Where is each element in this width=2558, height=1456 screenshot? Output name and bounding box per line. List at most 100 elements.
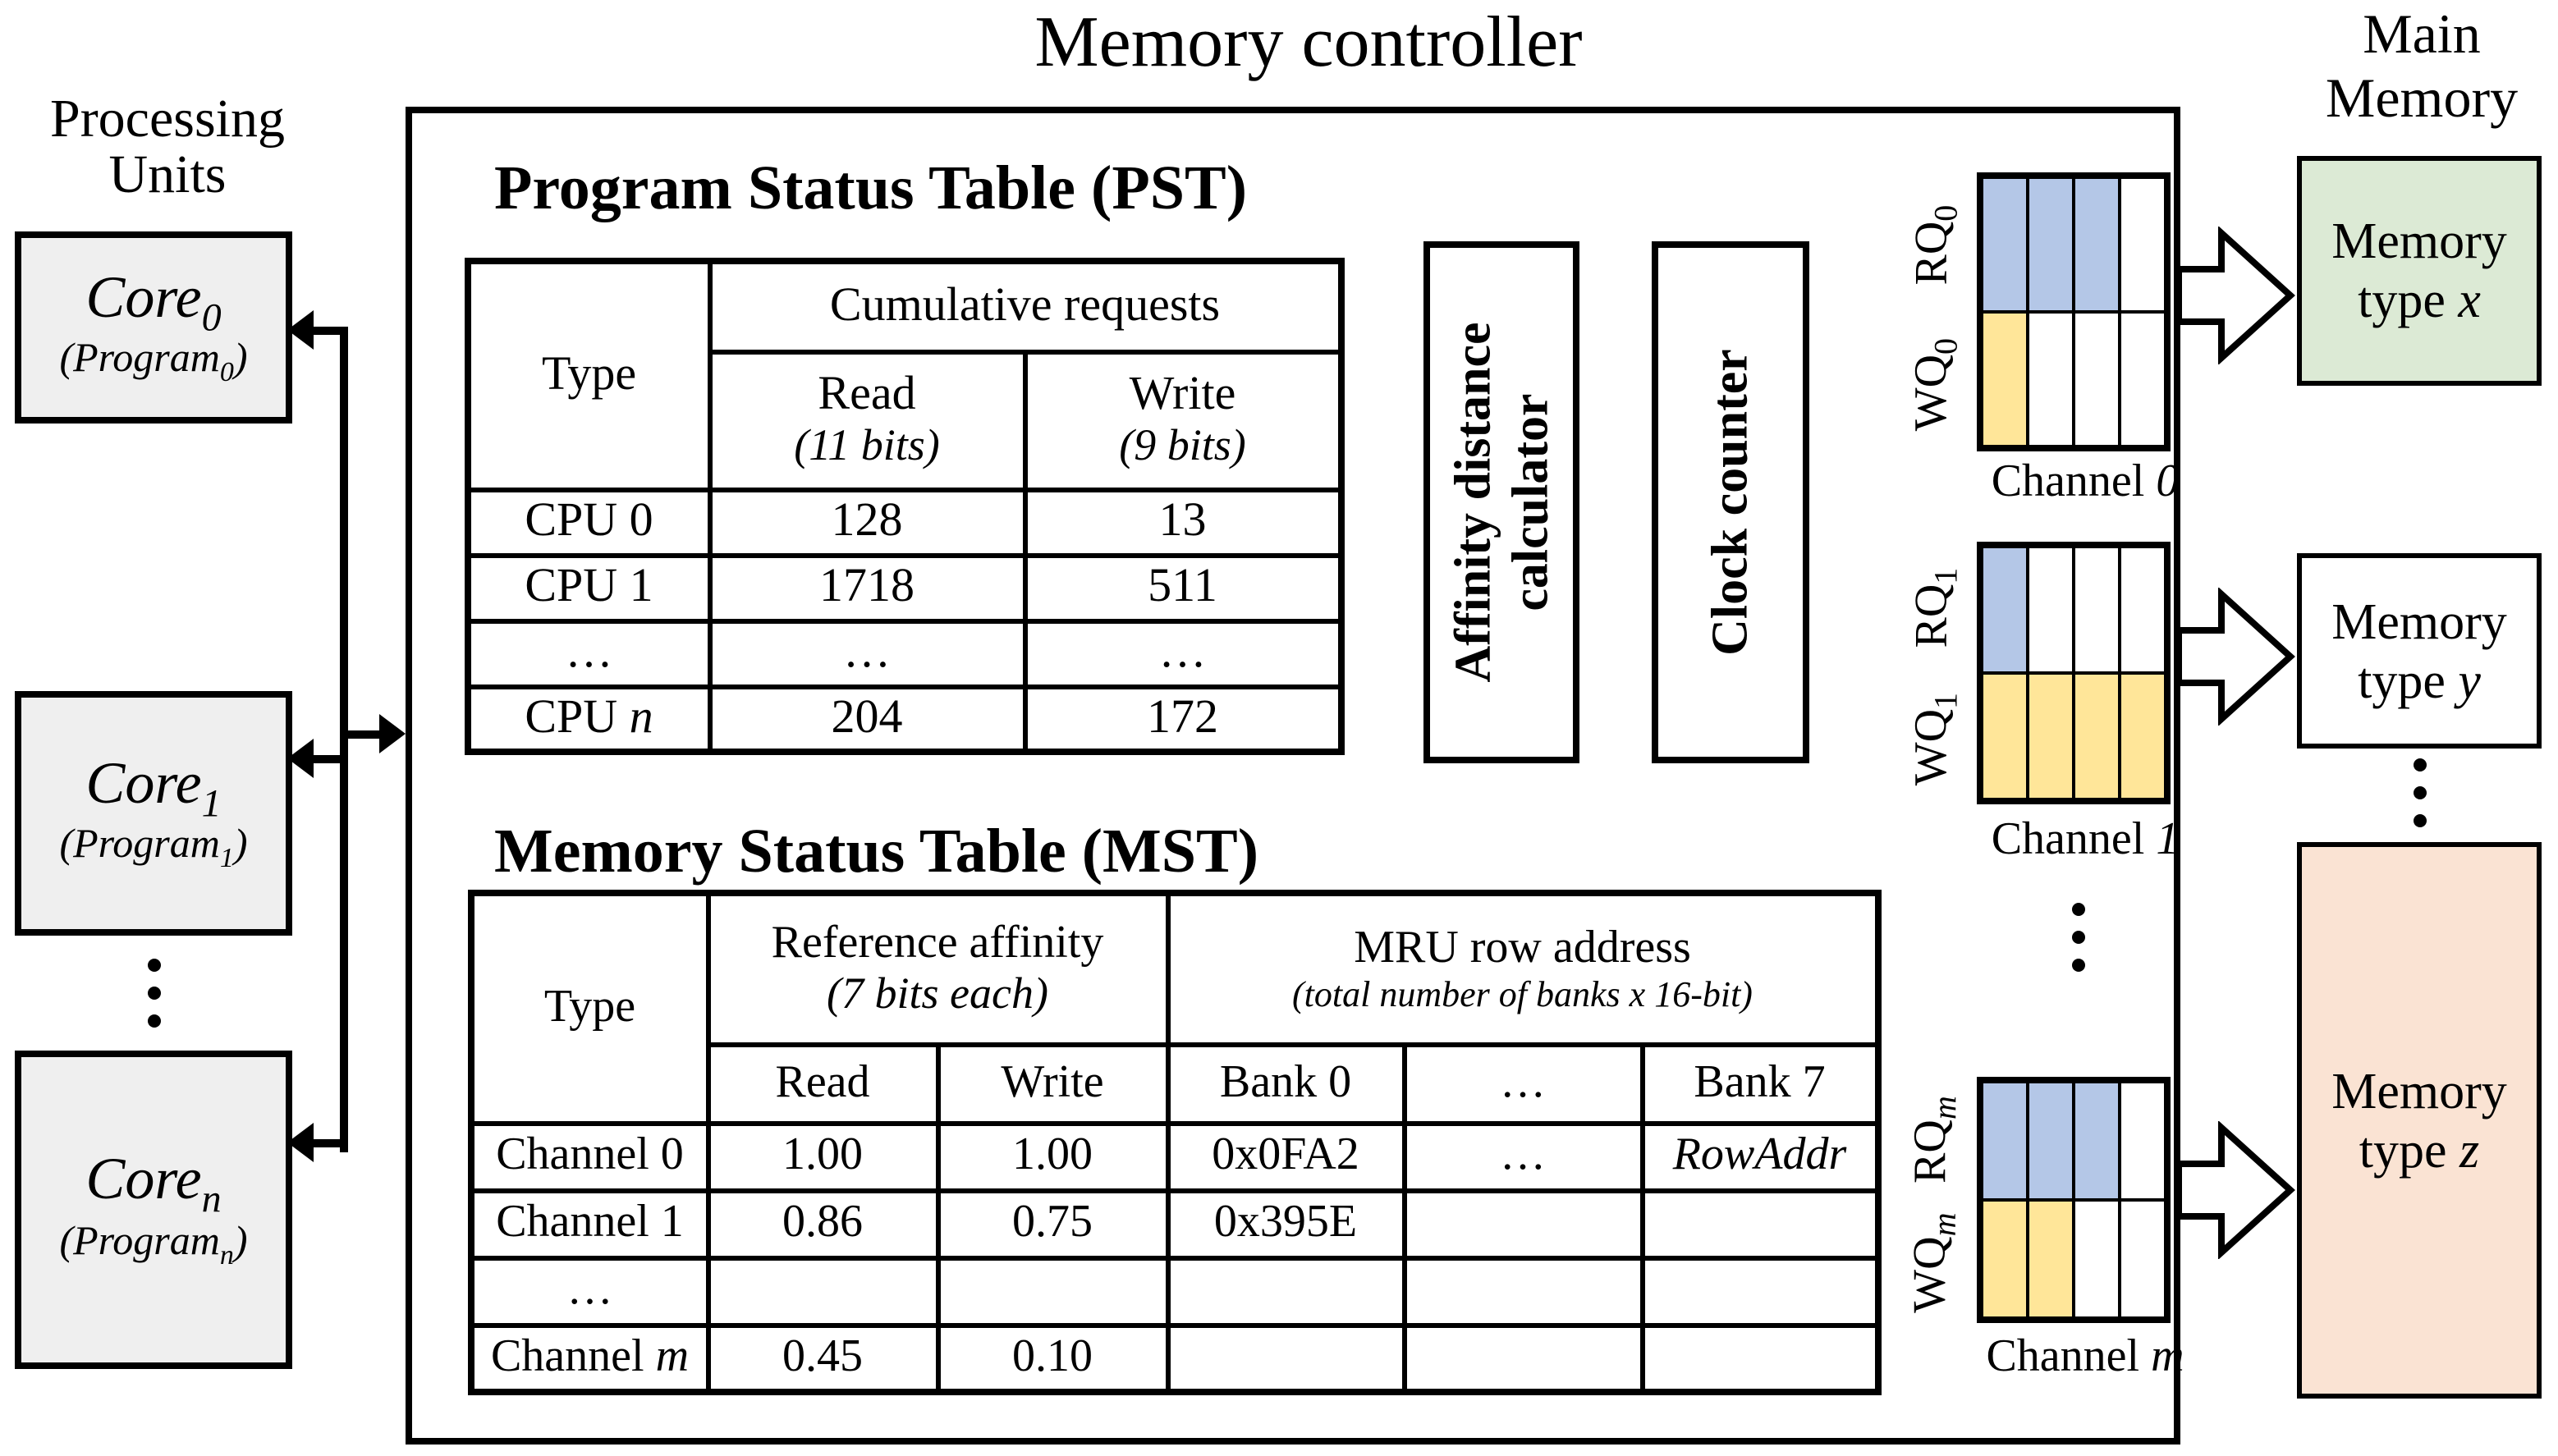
table-cell bbox=[1639, 1188, 1882, 1260]
memory-type-z-label: Memory bbox=[2331, 1061, 2507, 1119]
clock-counter-label: Clock counter bbox=[1700, 349, 1758, 656]
mst-header-type: Type bbox=[469, 891, 710, 1125]
table-cell: 0.45 bbox=[705, 1322, 940, 1394]
queue-slot-empty bbox=[2120, 177, 2166, 312]
table-cell: 1718 bbox=[707, 552, 1027, 623]
channel-0-to-memory-arrow-icon bbox=[2175, 227, 2295, 364]
clock-counter-box: Clock counter bbox=[1652, 241, 1809, 763]
queue-slot-read bbox=[2028, 1082, 2074, 1200]
table-cell bbox=[705, 1255, 940, 1327]
controller-branch-line bbox=[343, 730, 383, 739]
queue-slot-empty bbox=[2120, 1082, 2166, 1200]
table-cell: 1.00 bbox=[705, 1120, 940, 1193]
channel-0-label: Channel 0 bbox=[1991, 456, 2180, 507]
processing-units-title: Processing Units bbox=[7, 90, 328, 204]
memory-type-x-box: Memory type x bbox=[2297, 156, 2542, 386]
core-n-program-label: (Programn) bbox=[59, 1219, 248, 1271]
table-cell bbox=[1165, 1255, 1406, 1327]
pst-header-write: Write(9 bits) bbox=[1022, 349, 1344, 492]
pst-header-cumulative: Cumulative requests bbox=[707, 259, 1344, 354]
table-cell: Channel 0 bbox=[469, 1120, 710, 1193]
pst-row: ……… bbox=[465, 618, 1344, 689]
mst-header-bank0: Bank 0 bbox=[1165, 1042, 1406, 1125]
table-cell: 0x0FA2 bbox=[1165, 1120, 1406, 1193]
table-cell: 0.75 bbox=[935, 1188, 1170, 1260]
table-cell: CPU 1 bbox=[465, 552, 712, 623]
queue-slot-write bbox=[1982, 1200, 2028, 1318]
table-cell: 0.10 bbox=[935, 1322, 1170, 1394]
queue-slot-write bbox=[1982, 312, 2028, 446]
table-cell: 13 bbox=[1022, 487, 1344, 557]
pst-header-read: Read(11 bits) bbox=[707, 349, 1027, 492]
queue-slot-read bbox=[2074, 1082, 2120, 1200]
memory-type-y-label: Memory bbox=[2331, 592, 2507, 650]
core-0-program-label: (Program0) bbox=[59, 337, 248, 388]
memory-type-z-box: Memory type z bbox=[2297, 842, 2542, 1399]
mst-header-bank7: Bank 7 bbox=[1639, 1042, 1882, 1125]
table-cell: Channel m bbox=[469, 1322, 710, 1394]
read-queue-m-label: RQm bbox=[1905, 1095, 1964, 1184]
memory-status-table: Type Reference affinity(7 bits each) MRU… bbox=[468, 890, 1882, 1395]
program-status-table: Type Cumulative requests Read(11 bits) W… bbox=[465, 258, 1345, 755]
table-cell bbox=[1165, 1322, 1406, 1394]
table-cell: 0x395E bbox=[1165, 1188, 1406, 1260]
channel-0-queue-grid bbox=[1977, 172, 2171, 451]
channel-1-label: Channel 1 bbox=[1991, 814, 2180, 865]
write-queue-1-label: WQ1 bbox=[1905, 693, 1964, 786]
queue-slot-empty bbox=[2120, 312, 2166, 446]
queue-slot-empty bbox=[2028, 547, 2074, 673]
table-cell bbox=[1401, 1188, 1644, 1260]
queue-slot-write bbox=[1982, 673, 2028, 799]
queue-slot-empty bbox=[2074, 1200, 2120, 1318]
table-cell: Channel 1 bbox=[469, 1188, 710, 1260]
coren-arrowhead-icon bbox=[287, 1123, 314, 1162]
queue-slot-empty bbox=[2120, 547, 2166, 673]
table-cell: … bbox=[1401, 1120, 1644, 1193]
main-memory-title: Main Memory bbox=[2285, 3, 2558, 131]
table-cell: … bbox=[469, 1255, 710, 1327]
channel-1-to-memory-arrow-icon bbox=[2175, 588, 2295, 726]
mst-row: … bbox=[469, 1255, 1882, 1327]
table-cell bbox=[935, 1255, 1170, 1327]
pst-header-type: Type bbox=[465, 259, 712, 492]
table-cell: 0.86 bbox=[705, 1188, 940, 1260]
table-cell: … bbox=[707, 618, 1027, 689]
channels-ellipsis-dots bbox=[2072, 903, 2085, 972]
channel-m-queue-grid bbox=[1977, 1077, 2171, 1323]
write-queue-0-label: WQ0 bbox=[1905, 337, 1964, 431]
mst-header-ref-affinity: Reference affinity(7 bits each) bbox=[705, 891, 1170, 1046]
processing-units-title-line1: Processing bbox=[50, 90, 285, 149]
core-0-label: Core0 bbox=[85, 263, 222, 341]
mst-title: Memory Status Table (MST) bbox=[494, 817, 1258, 886]
core-1-program-label: (Program1) bbox=[59, 822, 248, 874]
core-n-label: Coren bbox=[85, 1146, 222, 1223]
core1-branch-line bbox=[312, 755, 345, 763]
memory-type-x-label: Memory bbox=[2331, 212, 2507, 270]
queue-slot-read bbox=[1982, 547, 2028, 673]
core-1-box: Core1 (Program1) bbox=[15, 691, 292, 936]
table-cell bbox=[1401, 1322, 1644, 1394]
mst-header-read: Read bbox=[705, 1042, 940, 1125]
table-cell bbox=[1401, 1255, 1644, 1327]
table-cell: CPU n bbox=[465, 684, 712, 754]
mst-header-write: Write bbox=[935, 1042, 1170, 1125]
channel-m-to-memory-arrow-icon bbox=[2175, 1121, 2295, 1259]
queue-slot-empty bbox=[2074, 312, 2120, 446]
main-memory-title-line1: Main bbox=[2363, 5, 2481, 66]
channel-m-label: Channel m bbox=[1986, 1331, 2184, 1382]
table-cell: 204 bbox=[707, 684, 1027, 754]
core-1-label: Core1 bbox=[85, 749, 222, 826]
queue-slot-empty bbox=[2120, 1200, 2166, 1318]
table-cell: 1.00 bbox=[935, 1120, 1170, 1193]
core-bus-vertical-line bbox=[340, 327, 348, 1152]
